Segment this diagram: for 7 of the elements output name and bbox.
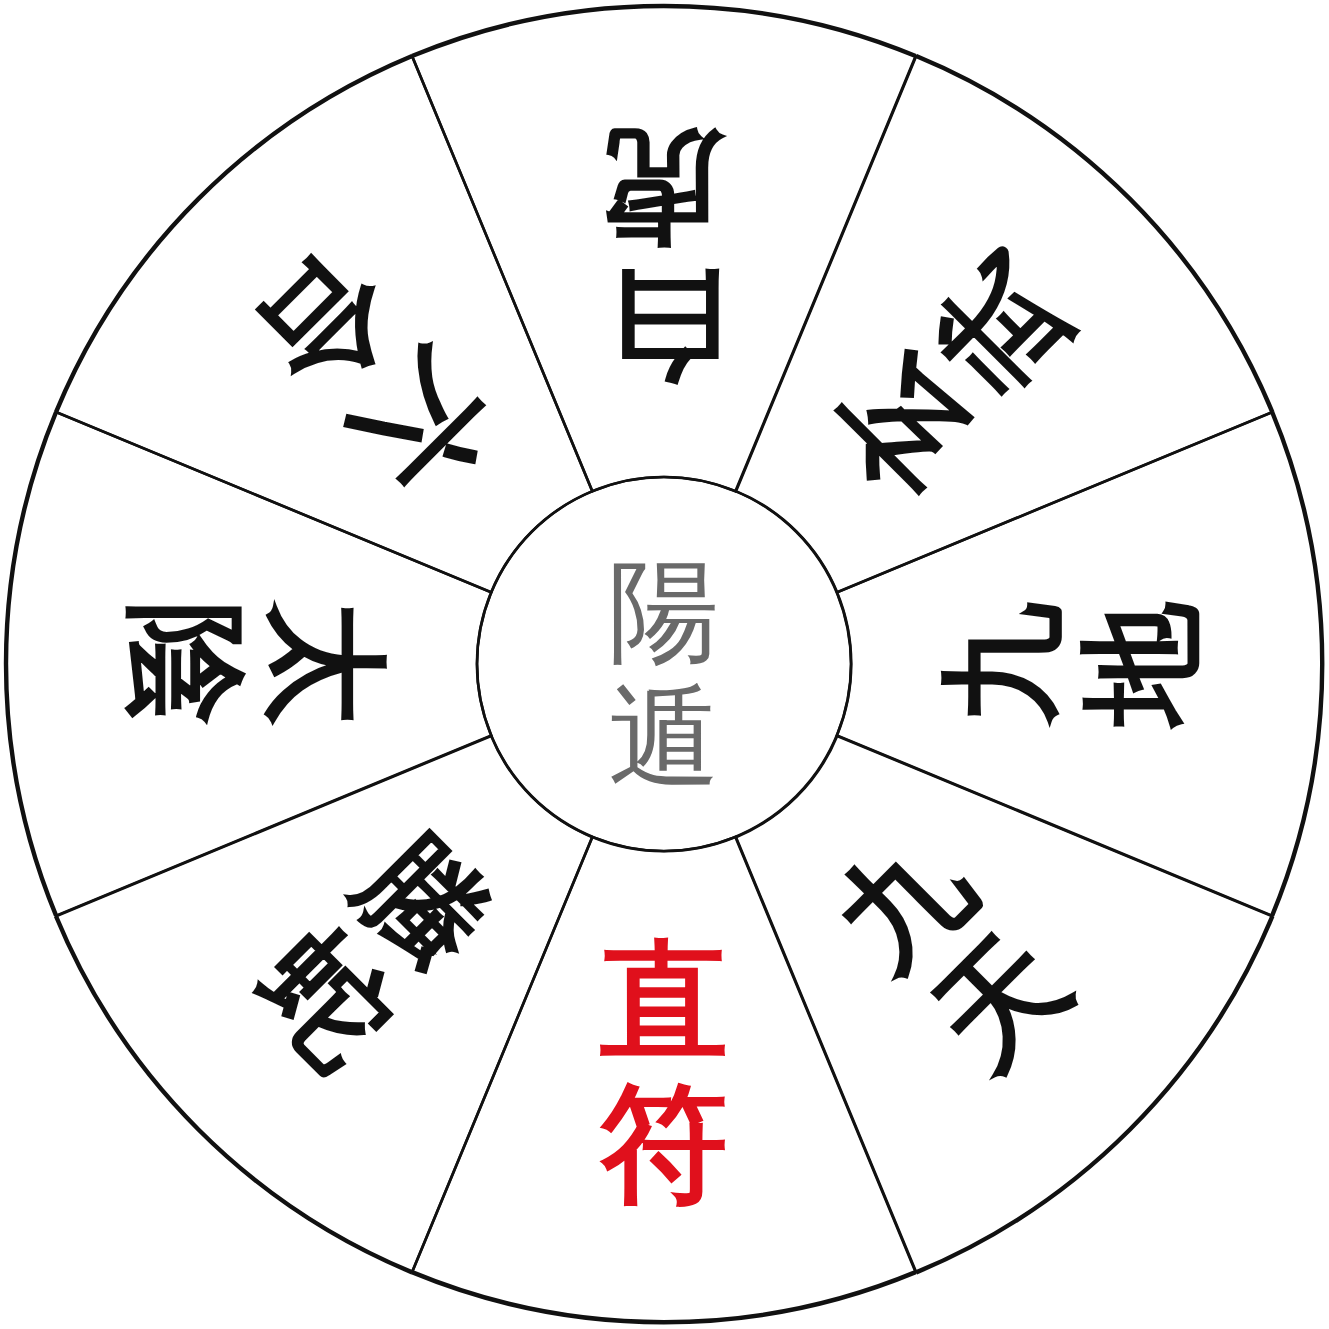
- segment-label: 螣蛇: [233, 810, 518, 1095]
- segment-label: 直符: [600, 928, 728, 1216]
- center-label: 陽遁: [608, 548, 720, 800]
- segment-label: 九天: [810, 810, 1095, 1095]
- segment-label: 六合: [233, 233, 518, 518]
- segment-label: 玄武: [810, 233, 1095, 518]
- segment-label: 白虎: [602, 117, 726, 395]
